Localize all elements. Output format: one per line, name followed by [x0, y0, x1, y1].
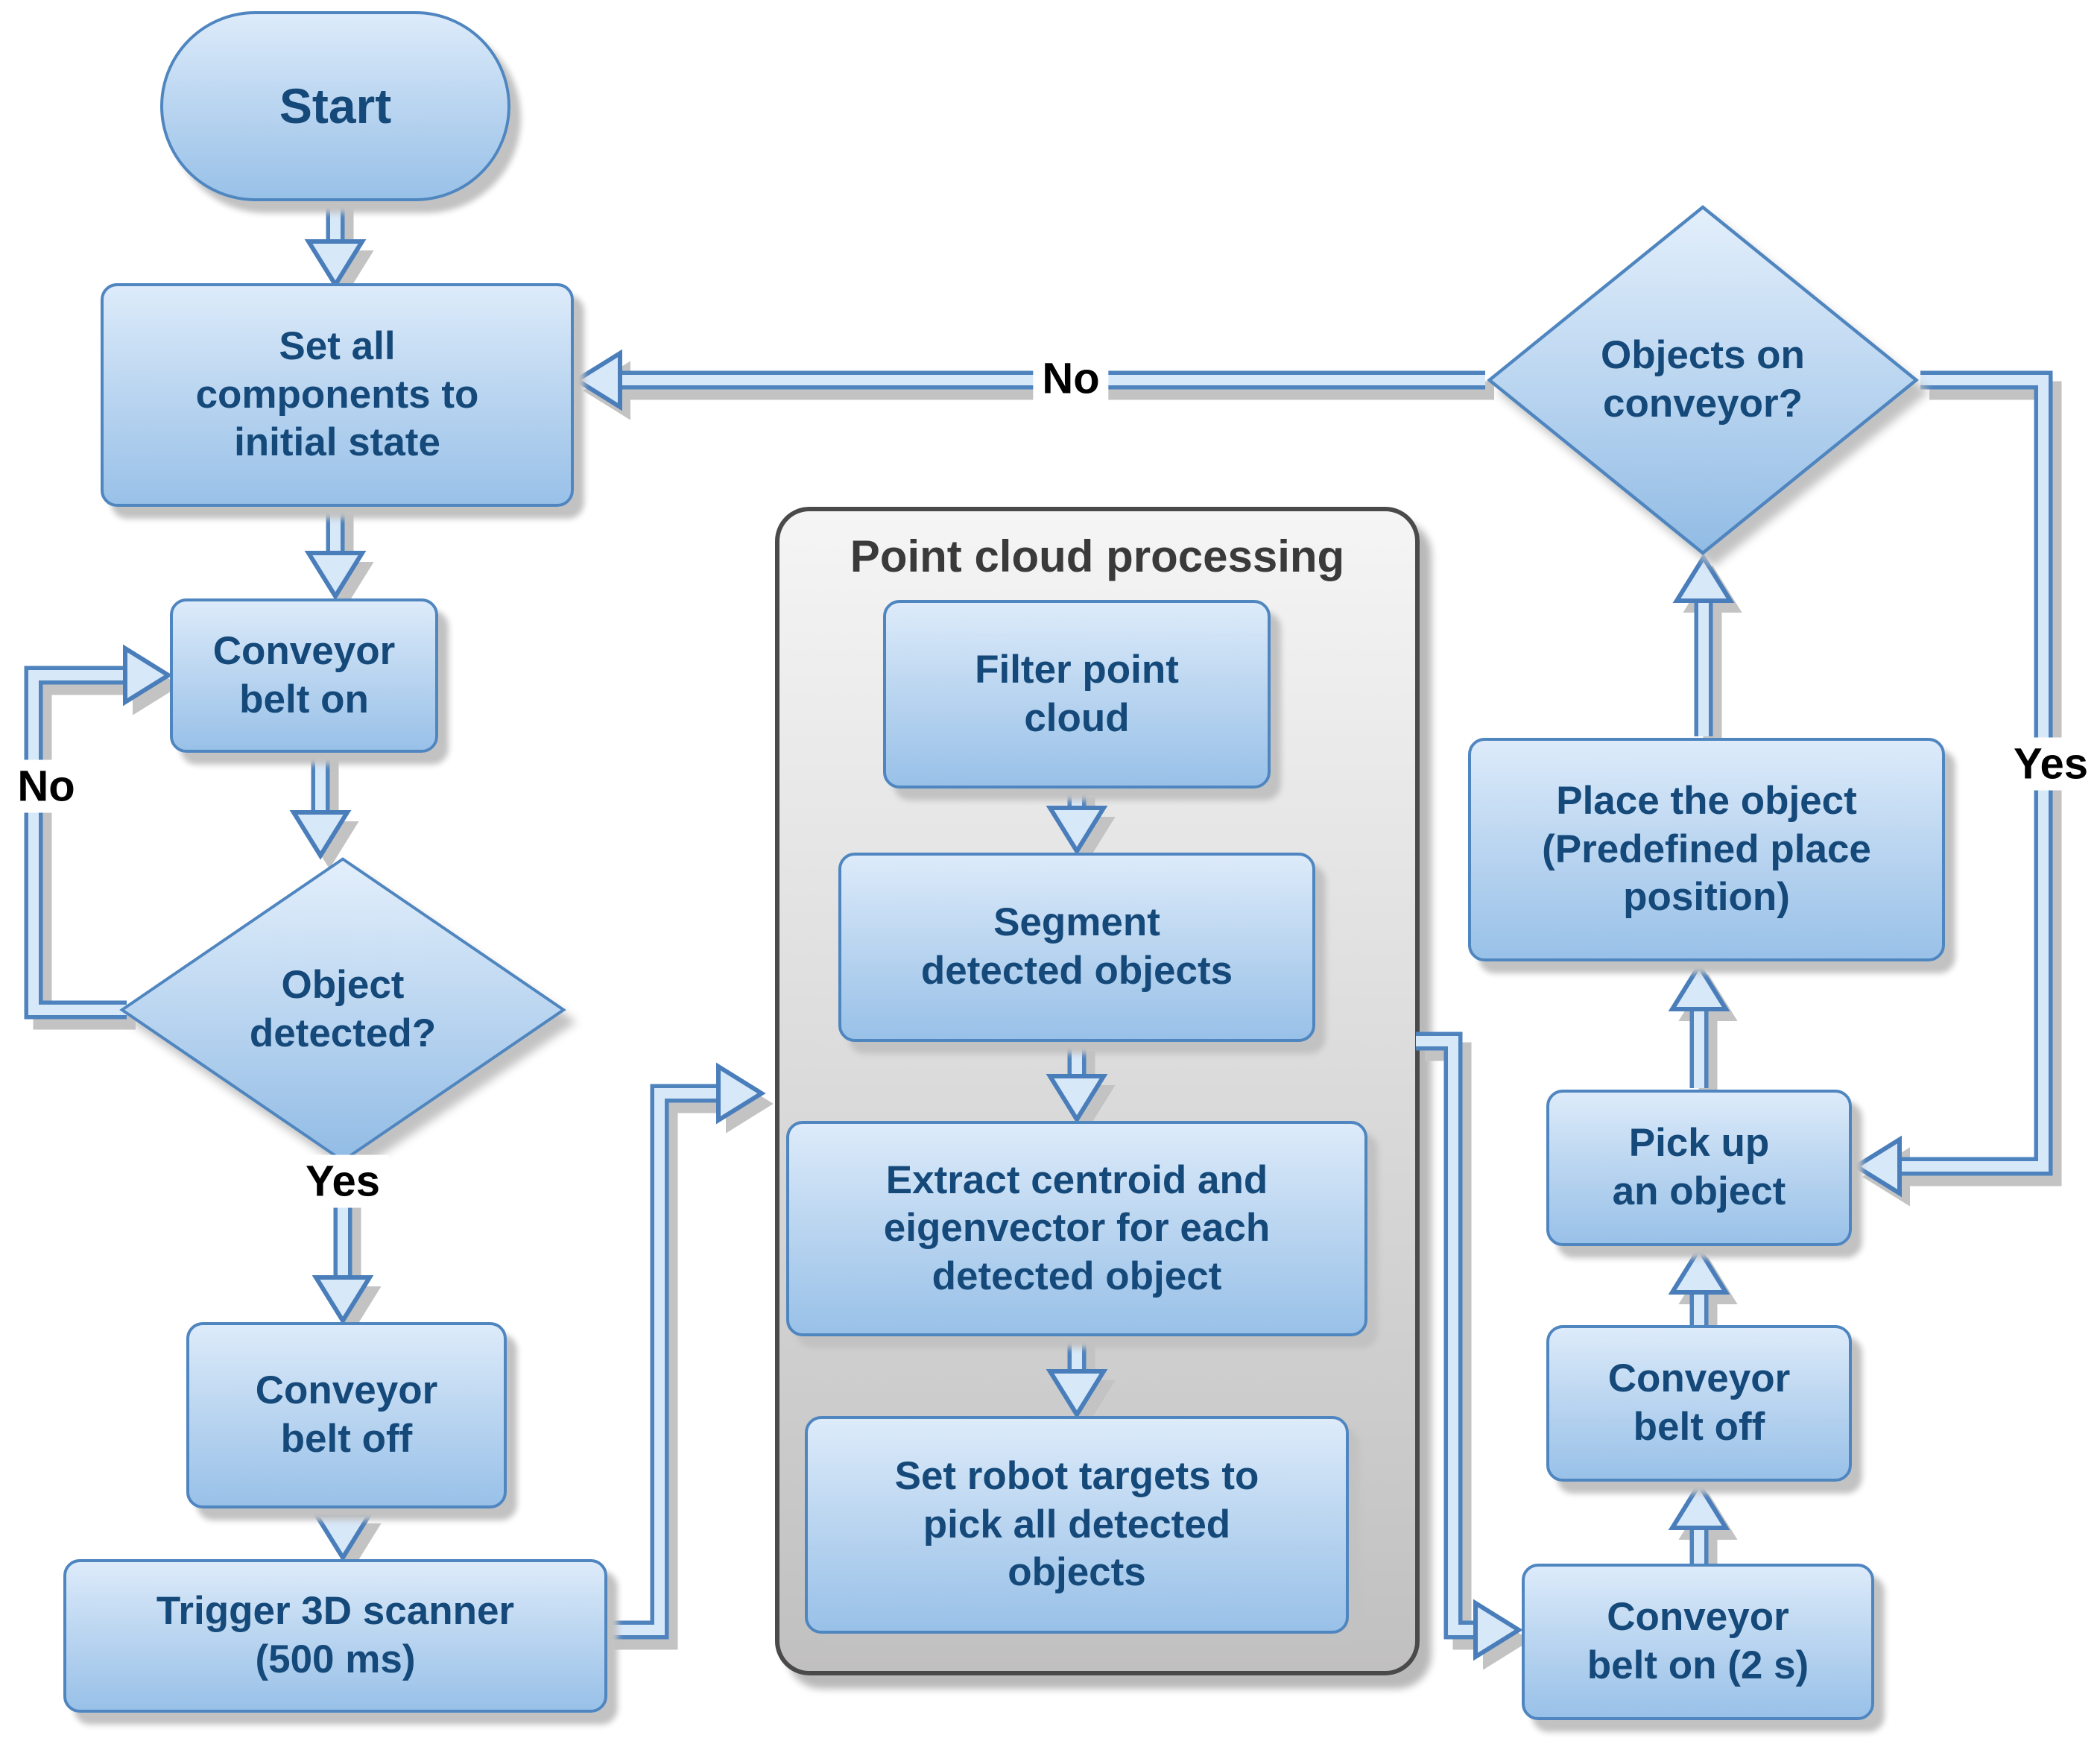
- node-place-object: Place the object (Predefined place posit…: [1468, 738, 1945, 961]
- node-set-robot-targets: Set robot targets to pick all detected o…: [805, 1416, 1349, 1634]
- node-conveyor-belt-on-label: Conveyor belt on: [212, 628, 396, 721]
- node-conveyor-belt-off: Conveyor belt off: [186, 1322, 507, 1508]
- node-start: Start: [160, 11, 510, 201]
- node-conveyor-belt-off-right-label: Conveyor belt off: [1607, 1356, 1791, 1449]
- node-trigger-3d-scanner-label: Trigger 3D scanner (500 ms): [156, 1589, 515, 1681]
- node-extract-centroid-label: Extract centroid and eigenvector for eac…: [883, 1157, 1271, 1298]
- edge-label-no-loop: No: [8, 759, 84, 813]
- node-filter-point-cloud-label: Filter point cloud: [975, 647, 1179, 740]
- node-conveyor-belt-on-2s: Conveyor belt on (2 s): [1522, 1564, 1874, 1720]
- node-start-label: Start: [279, 78, 392, 134]
- node-pick-up-object-label: Pick up an object: [1612, 1121, 1786, 1213]
- group-title: Point cloud processing: [850, 531, 1345, 581]
- node-conveyor-belt-off-label: Conveyor belt off: [255, 1368, 438, 1461]
- node-trigger-3d-scanner: Trigger 3D scanner (500 ms): [63, 1559, 607, 1713]
- node-set-robot-targets-label: Set robot targets to pick all detected o…: [894, 1454, 1259, 1595]
- edge-label-yes-branch: Yes: [2005, 737, 2097, 791]
- node-objects-on-conveyor-label: Objects on conveyor?: [1601, 333, 1805, 426]
- node-object-detected-label: Object detected?: [249, 963, 437, 1055]
- edge-label-yes-down: Yes: [297, 1154, 389, 1208]
- node-segment-detected-objects-label: Segment detected objects: [920, 900, 1233, 993]
- node-object-detected: Object detected?: [119, 857, 566, 1163]
- node-pick-up-object: Pick up an object: [1546, 1090, 1852, 1246]
- node-conveyor-belt-on-2s-label: Conveyor belt on (2 s): [1587, 1595, 1809, 1687]
- node-objects-on-conveyor: Objects on conveyor?: [1487, 205, 1919, 555]
- node-conveyor-belt-on: Conveyor belt on: [170, 598, 438, 753]
- node-set-initial-state: Set all components to initial state: [101, 283, 574, 507]
- node-segment-detected-objects: Segment detected objects: [838, 853, 1315, 1042]
- node-conveyor-belt-off-right: Conveyor belt off: [1546, 1325, 1852, 1482]
- node-set-initial-state-label: Set all components to initial state: [195, 324, 479, 465]
- edge-label-no-return: No: [1033, 352, 1109, 405]
- node-place-object-label: Place the object (Predefined place posit…: [1542, 779, 1871, 920]
- node-filter-point-cloud: Filter point cloud: [883, 600, 1271, 789]
- node-extract-centroid: Extract centroid and eigenvector for eac…: [786, 1121, 1367, 1336]
